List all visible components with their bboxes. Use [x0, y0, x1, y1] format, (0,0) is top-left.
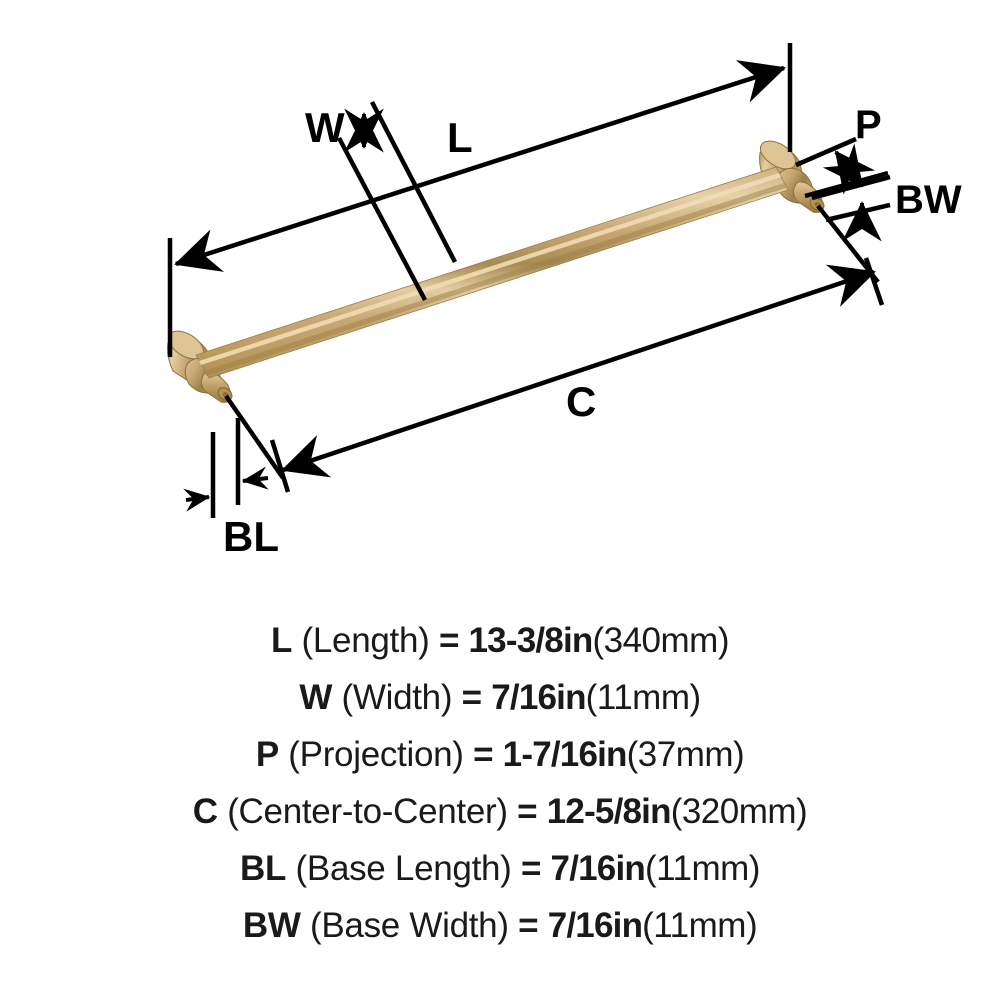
- spec-equals: =: [520, 849, 542, 888]
- specification-list: L (Length) = 13-3/8in(340mm) W (Width) =…: [0, 604, 1000, 1000]
- spec-value-mm: (11mm): [585, 678, 701, 717]
- handle-bar: [195, 166, 789, 379]
- bw-leader-upper: [811, 174, 891, 201]
- bl-arrow-left: [183, 488, 211, 512]
- spec-description: (Base Width): [310, 906, 509, 945]
- spec-equals: =: [518, 906, 539, 945]
- spec-row-w: W (Width) = 7/16in(11mm): [0, 669, 1000, 726]
- spec-equals: =: [473, 735, 494, 774]
- spec-row-l: L (Length) = 13-3/8in(340mm): [0, 612, 1000, 669]
- c-extension-right: [863, 257, 885, 306]
- dimension-label-c: C: [566, 378, 596, 425]
- spec-row-bl: BL (Base Length) = 7/16in(11mm): [0, 840, 1000, 897]
- c-leader-left: [224, 394, 285, 480]
- left-post: [167, 330, 233, 403]
- spec-value-mm: (340mm): [592, 621, 729, 660]
- spec-equals: =: [517, 792, 538, 831]
- dimension-label-p: P: [855, 103, 882, 147]
- spec-symbol: C: [192, 792, 218, 831]
- dimension-label-bw: BW: [895, 178, 962, 222]
- l-dimension-line: [174, 60, 786, 272]
- dimension-w: [337, 100, 457, 302]
- spec-row-bw: BW (Base Width) = 7/16in(11mm): [0, 897, 1000, 954]
- spec-value-inch: 12-5/8in: [546, 792, 672, 831]
- dimension-diagram-svg: W L P BW C BL: [167, 43, 962, 560]
- spec-row-c: C (Center-to-Center) = 12-5/8in(320mm): [0, 783, 1000, 840]
- spec-value-mm: (11mm): [642, 906, 758, 945]
- spec-description: (Length): [301, 621, 430, 660]
- dimension-c: [224, 204, 885, 493]
- bw-leader-lower: [825, 202, 891, 223]
- spec-description: (Center-to-Center): [227, 792, 508, 831]
- p-leader-lower: [804, 170, 889, 199]
- dimension-label-w: W: [305, 104, 345, 151]
- spec-value-inch: 13-3/8in: [468, 621, 594, 660]
- w-leader-upper: [370, 100, 457, 264]
- spec-value-inch: 7/16in: [550, 849, 646, 888]
- c-extension-left: [269, 439, 291, 493]
- c-dimension-line: [281, 264, 876, 478]
- bl-arrow-right: [241, 466, 269, 490]
- p-arrow: [822, 143, 876, 195]
- spec-value-inch: 7/16in: [491, 678, 586, 717]
- spec-row-p: P (Projection) = 1-7/16in(37mm): [0, 726, 1000, 783]
- spec-value-inch: 7/16in: [547, 906, 643, 945]
- p-leader-upper: [795, 136, 857, 168]
- dimension-p: [795, 136, 889, 199]
- dimension-label-l: L: [447, 114, 473, 161]
- spec-value-inch: 1-7/16in: [502, 735, 628, 774]
- spec-symbol: P: [255, 735, 279, 774]
- bar-pull-illustration: [167, 140, 825, 403]
- dimension-diagram: W L P BW C BL: [167, 43, 962, 560]
- spec-description: (Base Length): [295, 849, 512, 888]
- spec-value-mm: (11mm): [644, 849, 760, 888]
- dimension-l: [167, 43, 793, 357]
- spec-symbol: L: [271, 621, 293, 660]
- spec-description: (Width): [341, 678, 453, 717]
- spec-value-mm: (320mm): [670, 792, 808, 831]
- spec-symbol: W: [299, 678, 333, 717]
- dimension-bl: [183, 418, 269, 518]
- spec-value-mm: (37mm): [626, 735, 745, 774]
- dimension-bw: [811, 174, 891, 242]
- c-leader-right: [816, 204, 880, 284]
- spec-equals: =: [438, 621, 460, 660]
- spec-symbol: BW: [242, 906, 301, 945]
- w-leader-lower: [337, 136, 427, 302]
- spec-equals: =: [461, 678, 482, 717]
- spec-symbol: BL: [240, 849, 287, 888]
- dimension-label-bl: BL: [223, 513, 279, 560]
- spec-description: (Projection): [288, 735, 464, 774]
